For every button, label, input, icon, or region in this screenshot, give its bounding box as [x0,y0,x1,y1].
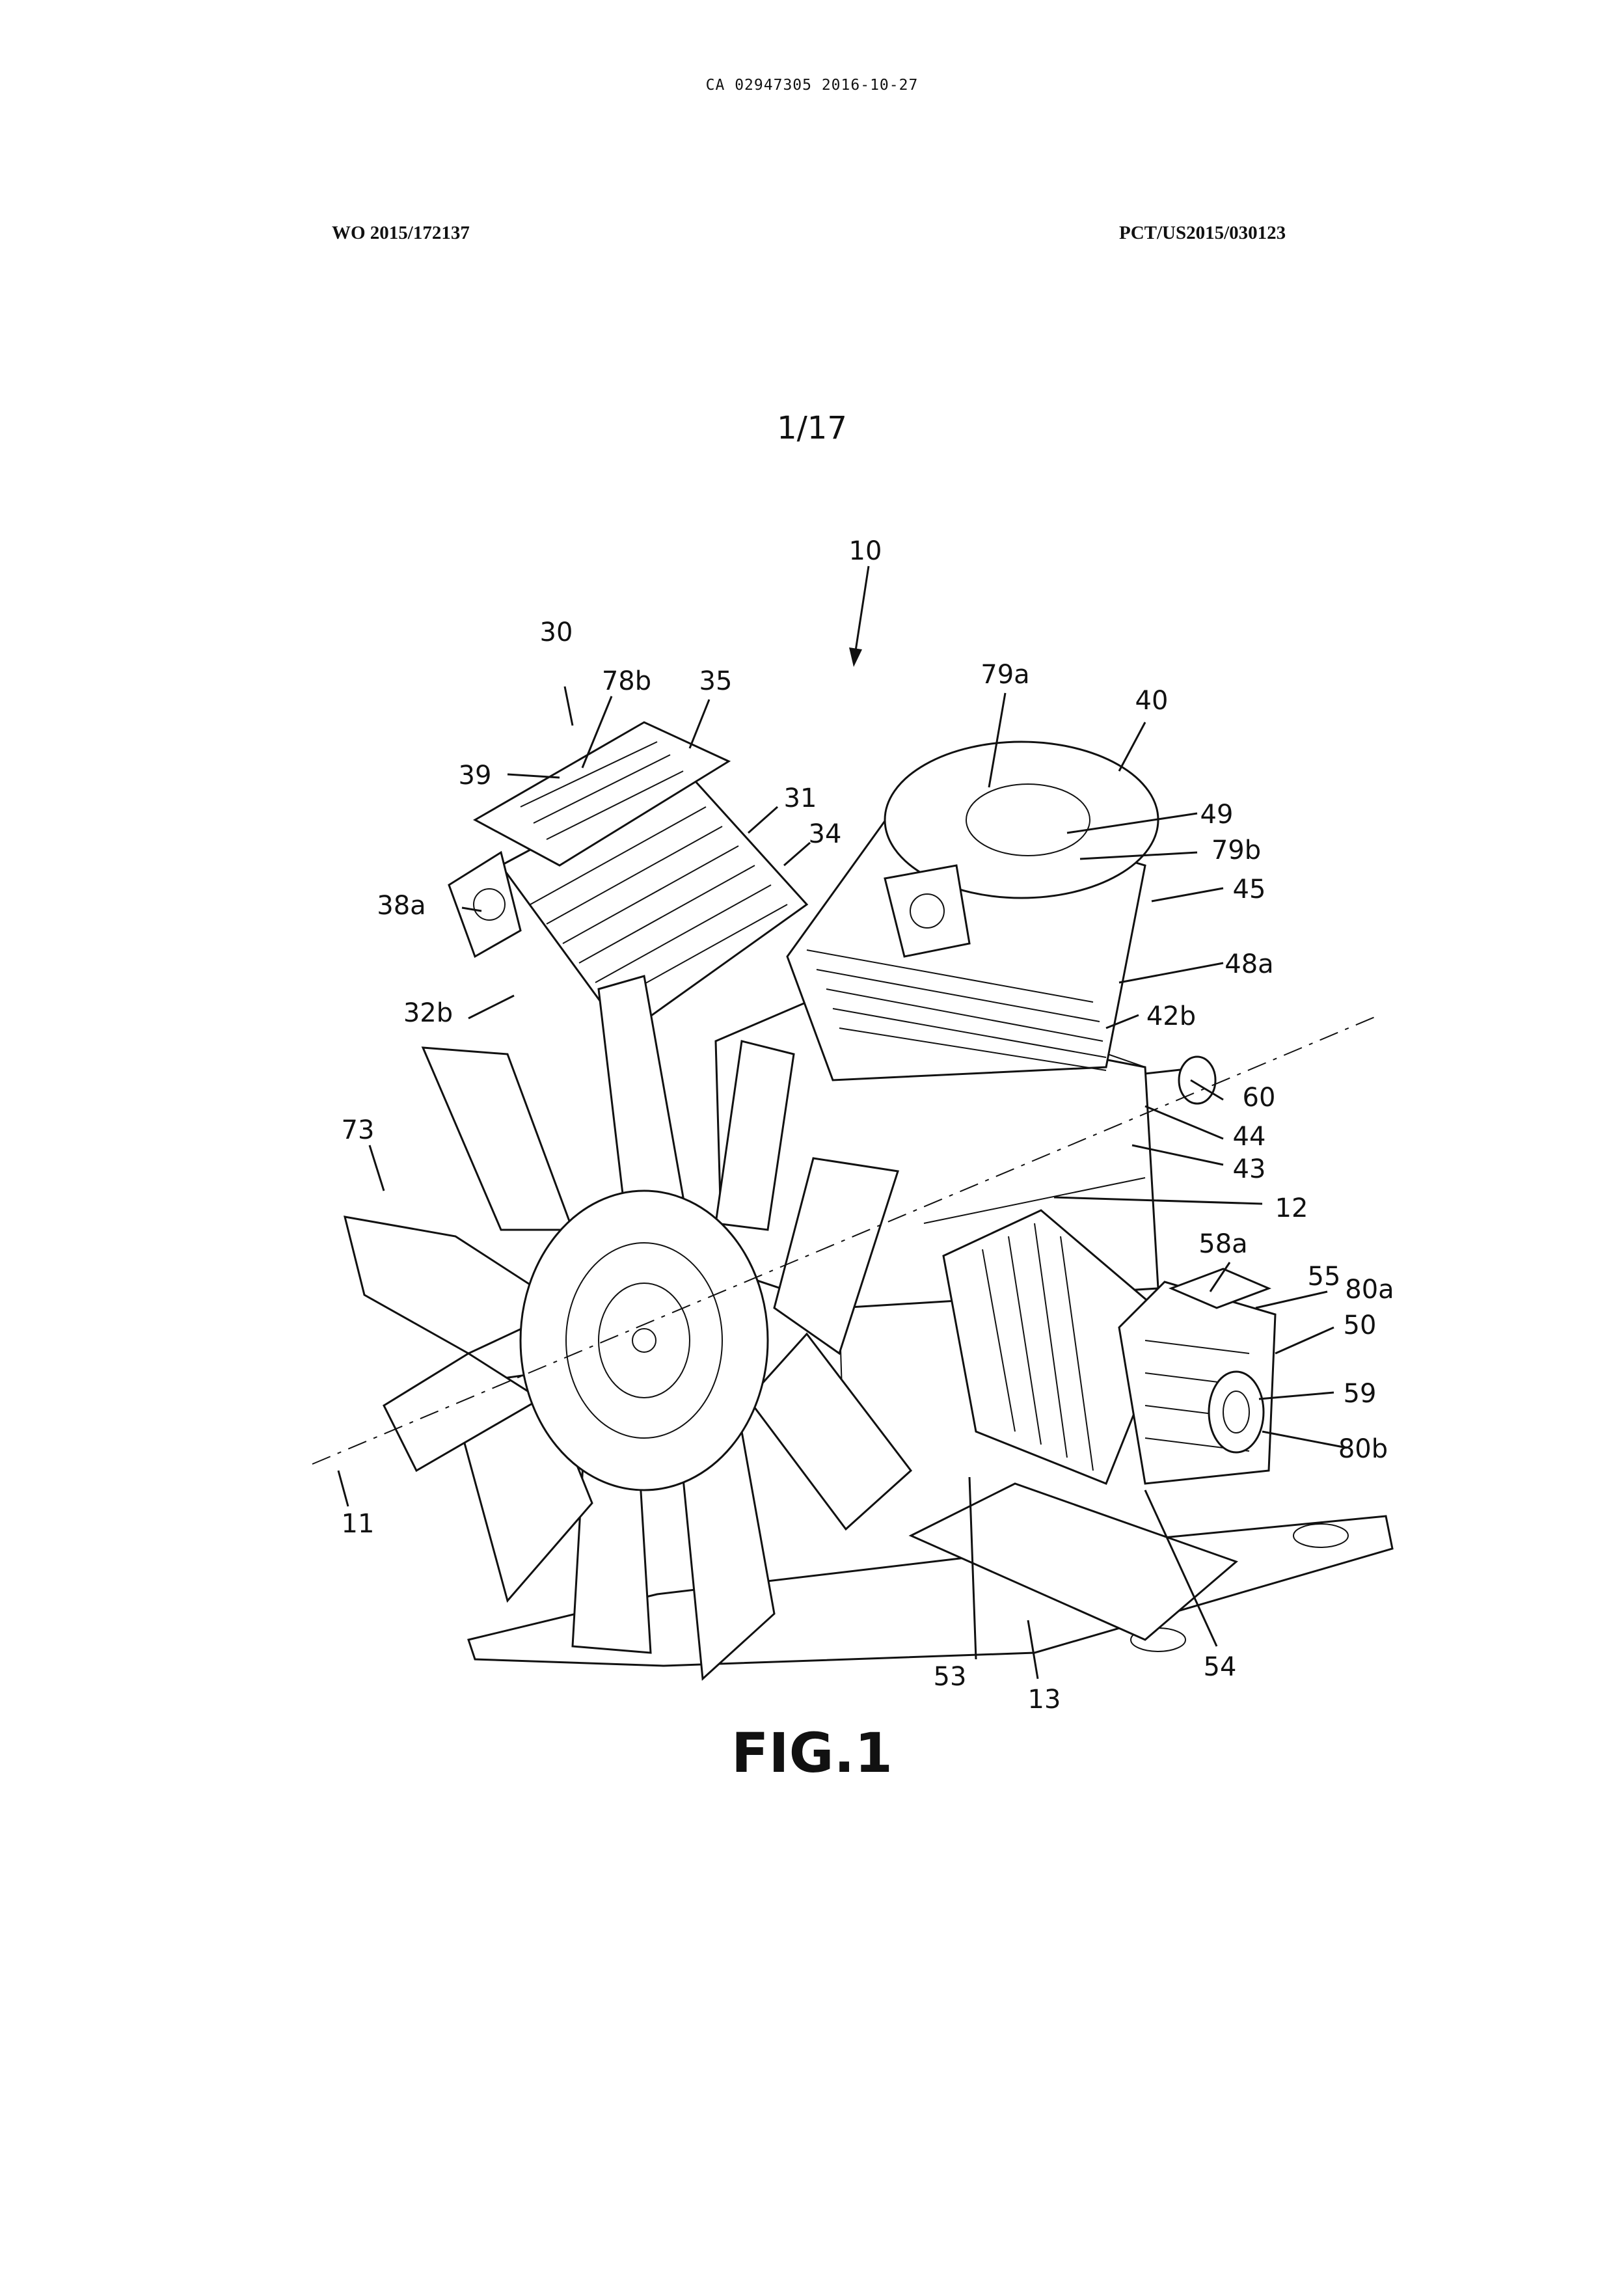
label-55: 55 [1308,1262,1341,1292]
label-45: 45 [1233,875,1266,904]
label-79a: 79a [981,660,1029,690]
label-54: 54 [1204,1652,1237,1682]
label-79b: 79b [1211,835,1261,865]
label-11: 11 [342,1509,375,1539]
label-12: 12 [1275,1193,1308,1223]
label-80b: 80b [1338,1434,1388,1464]
label-44: 44 [1233,1122,1266,1152]
label-38a: 38a [377,891,426,921]
label-53: 53 [934,1662,967,1692]
label-42b: 42b [1146,1001,1196,1031]
label-39: 39 [459,761,492,791]
label-10: 10 [849,536,882,566]
label-34: 34 [809,819,842,849]
label-58a: 58a [1198,1229,1247,1259]
label-73: 73 [342,1115,375,1145]
label-30: 30 [540,618,573,647]
label-59: 59 [1344,1379,1377,1409]
label-60: 60 [1243,1083,1276,1113]
label-32b: 32b [403,998,453,1028]
figure-caption: FIG.1 [0,1721,1624,1785]
label-13: 13 [1028,1685,1061,1715]
label-50: 50 [1344,1311,1377,1340]
label-31: 31 [784,783,817,813]
label-49: 49 [1200,800,1234,830]
label-35: 35 [699,666,733,696]
label-48a: 48a [1225,949,1273,979]
label-40: 40 [1135,686,1169,716]
label-78b: 78b [602,666,651,696]
right-cylinder [787,742,1215,1104]
label-80a: 80a [1345,1275,1394,1305]
label-43: 43 [1233,1154,1266,1184]
